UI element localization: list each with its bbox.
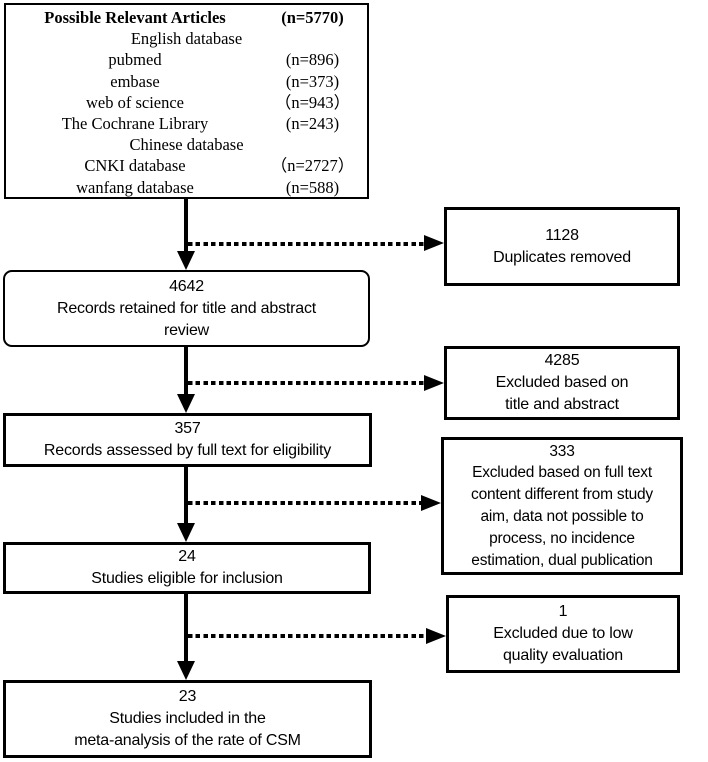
box-line: Excluded based on full text bbox=[472, 464, 652, 482]
right-arrowhead-icon bbox=[426, 628, 446, 644]
box-excluded-title-abstract: 4285 Excluded based on title and abstrac… bbox=[444, 346, 680, 420]
db-count: (n=243) bbox=[285, 114, 340, 134]
box-possible-relevant-articles: Possible Relevant Articles (n=5770) Engl… bbox=[4, 3, 369, 199]
db-count: （n=943） bbox=[274, 92, 351, 112]
down-arrow-line-1 bbox=[184, 198, 188, 252]
box-count: 1 bbox=[558, 603, 568, 620]
right-arrowhead-icon bbox=[424, 375, 444, 391]
down-arrowhead-icon bbox=[177, 523, 195, 542]
box-count: 357 bbox=[174, 420, 201, 437]
dashed-arrow-line-3 bbox=[188, 501, 421, 505]
box-count: 4642 bbox=[169, 277, 204, 295]
db-label: embase bbox=[110, 71, 160, 91]
db-label: pubmed bbox=[108, 50, 162, 70]
top-box-row-embase: embase (n=373) bbox=[9, 71, 364, 92]
down-arrow-line-2 bbox=[184, 346, 188, 395]
box-line: Excluded due to low bbox=[493, 625, 633, 642]
box-count: 23 bbox=[178, 688, 197, 705]
box-line: Duplicates removed bbox=[493, 248, 631, 266]
right-arrowhead-icon bbox=[421, 495, 441, 511]
right-arrowhead-icon bbox=[424, 235, 444, 251]
top-box-header-chinese: Chinese database bbox=[129, 135, 244, 155]
dashed-arrow-line-4 bbox=[188, 634, 426, 638]
top-box-title-row: Possible Relevant Articles (n=5770) bbox=[9, 7, 364, 28]
db-count: (n=588) bbox=[285, 177, 340, 197]
db-label: web of science bbox=[85, 92, 185, 112]
db-label: wanfang database bbox=[76, 177, 194, 197]
box-line: aim, data not possible to bbox=[480, 508, 644, 525]
top-box-header-english: English database bbox=[130, 29, 243, 49]
box-excluded-full-text: 333 Excluded based on full text content … bbox=[441, 437, 683, 575]
box-line: review bbox=[163, 321, 210, 339]
box-line: quality evaluation bbox=[502, 647, 624, 664]
db-label: The Cochrane Library bbox=[61, 114, 209, 134]
dashed-arrow-line-2 bbox=[188, 381, 424, 385]
box-records-assessed: 357 Records assessed by full text for el… bbox=[3, 413, 372, 467]
box-line: title and abstract bbox=[505, 396, 619, 413]
box-studies-included: 23 Studies included in the meta-analysis… bbox=[3, 680, 372, 758]
box-records-retained: 4642 Records retained for title and abst… bbox=[3, 270, 370, 347]
down-arrowhead-icon bbox=[177, 661, 195, 680]
top-box-title: Possible Relevant Articles bbox=[44, 8, 226, 27]
box-count: 333 bbox=[549, 442, 575, 460]
box-line: meta-analysis of the rate of CSM bbox=[74, 732, 301, 749]
box-studies-eligible: 24 Studies eligible for inclusion bbox=[3, 542, 371, 594]
box-line: Records retained for title and abstract bbox=[56, 299, 316, 317]
down-arrow-line-4 bbox=[184, 592, 188, 662]
db-count: (n=373) bbox=[285, 71, 340, 91]
top-box-row-wanfang: wanfang database (n=588) bbox=[9, 177, 364, 198]
box-count: 4285 bbox=[544, 352, 580, 369]
down-arrow-line-3 bbox=[184, 466, 188, 524]
box-line: process, no incidence bbox=[489, 529, 635, 547]
top-box-row-pubmed: pubmed (n=896) bbox=[9, 49, 364, 70]
box-line: Studies included in the bbox=[109, 710, 266, 727]
box-line: content different from study bbox=[471, 486, 653, 504]
down-arrowhead-icon bbox=[177, 394, 195, 413]
top-box-title-count: (n=5770) bbox=[281, 8, 344, 27]
box-count: 1128 bbox=[545, 226, 579, 244]
box-line: Studies eligible for inclusion bbox=[91, 570, 283, 587]
box-line: Excluded based on bbox=[495, 374, 629, 391]
top-box-row-cochrane: The Cochrane Library (n=243) bbox=[9, 113, 364, 134]
box-duplicates-removed: 1128 Duplicates removed bbox=[444, 207, 680, 286]
box-line: estimation, dual publication bbox=[471, 551, 653, 569]
db-label: CNKI database bbox=[84, 156, 186, 176]
db-count: （n=2727） bbox=[270, 156, 355, 176]
top-box-row-web-of-science: web of science （n=943） bbox=[9, 92, 364, 113]
top-box-row-cnki: CNKI database （n=2727） bbox=[9, 155, 364, 176]
db-count: (n=896) bbox=[285, 50, 340, 70]
box-count: 24 bbox=[178, 548, 196, 565]
dashed-arrow-line-1 bbox=[188, 242, 424, 246]
down-arrowhead-icon bbox=[177, 251, 195, 270]
box-excluded-low-quality: 1 Excluded due to low quality evaluation bbox=[446, 595, 680, 673]
box-line: Records assessed by full text for eligib… bbox=[43, 442, 332, 459]
